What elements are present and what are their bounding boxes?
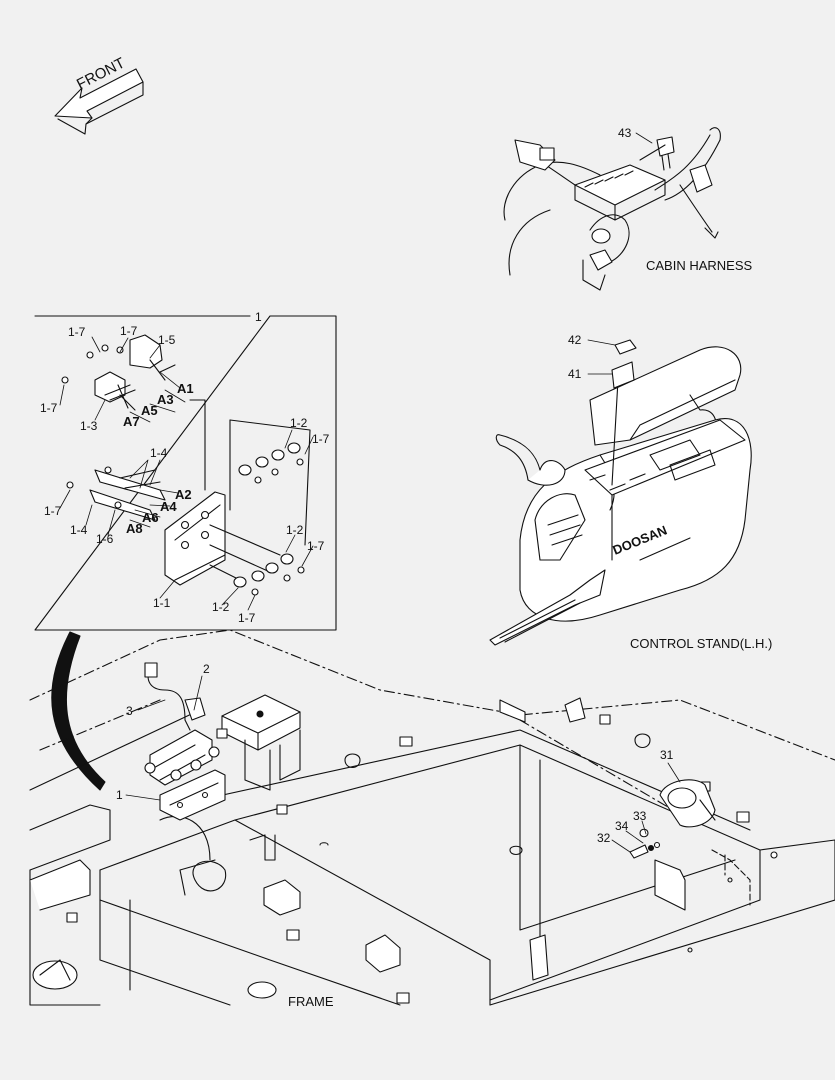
part-label-1-7: 1-7 [44,504,62,518]
part-label-1-7: 1-7 [120,324,138,338]
callout-3: 3 [126,704,133,718]
cabin-harness-illustration [503,127,721,291]
part-label-1-2: 1-2 [286,523,304,537]
detail-pointer-icon [51,631,106,791]
port-label-a1: A1 [177,381,194,396]
leader-lines [59,132,681,853]
part-label-1-4: 1-4 [150,446,168,460]
control-stand-illustration: DOOSAN [489,339,752,646]
part-label-1-4: 1-4 [70,523,88,537]
port-label-a3: A3 [157,392,174,407]
part-label-1-6: 1-6 [96,532,114,546]
port-label-a8: A8 [126,521,143,536]
callout-31: 31 [660,748,674,762]
callout-34: 34 [615,819,629,833]
caption-control-stand: CONTROL STAND(L.H.) [630,636,773,651]
part-label-1-7: 1-7 [238,611,256,625]
callout-1: 1 [116,788,123,802]
port-label-a6: A6 [142,510,159,525]
detail-box-frame [34,315,337,631]
part-label-1-7: 1-7 [312,432,330,446]
port-label-a7: A7 [123,414,140,429]
valve-assembly-illustration [144,662,226,821]
port-label-a2: A2 [175,487,192,502]
part-label-1-7: 1-7 [307,539,325,553]
callout-33: 33 [633,809,647,823]
front-arrow-icon [54,68,144,135]
frame-illustration [29,629,835,1006]
callout-32: 32 [597,831,611,845]
callout-43: 43 [618,126,632,140]
caption-cabin-harness: CABIN HARNESS [646,258,753,273]
switch-31-illustration [629,779,716,859]
port-label-a5: A5 [141,403,158,418]
callout-41: 41 [568,367,582,381]
callout-42: 42 [568,333,582,347]
detail-box-title: 1 [255,310,262,324]
caption-frame: FRAME [288,994,334,1009]
callout-2: 2 [203,662,210,676]
part-label-1-2: 1-2 [290,416,308,430]
part-label-1-7: 1-7 [68,325,86,339]
part-label-1-5: 1-5 [158,333,176,347]
part-label-1-2: 1-2 [212,600,230,614]
part-label-1-7: 1-7 [40,401,58,415]
part-label-1-3: 1-3 [80,419,98,433]
port-label-a4: A4 [160,499,177,514]
part-label-1-1: 1-1 [153,596,171,610]
